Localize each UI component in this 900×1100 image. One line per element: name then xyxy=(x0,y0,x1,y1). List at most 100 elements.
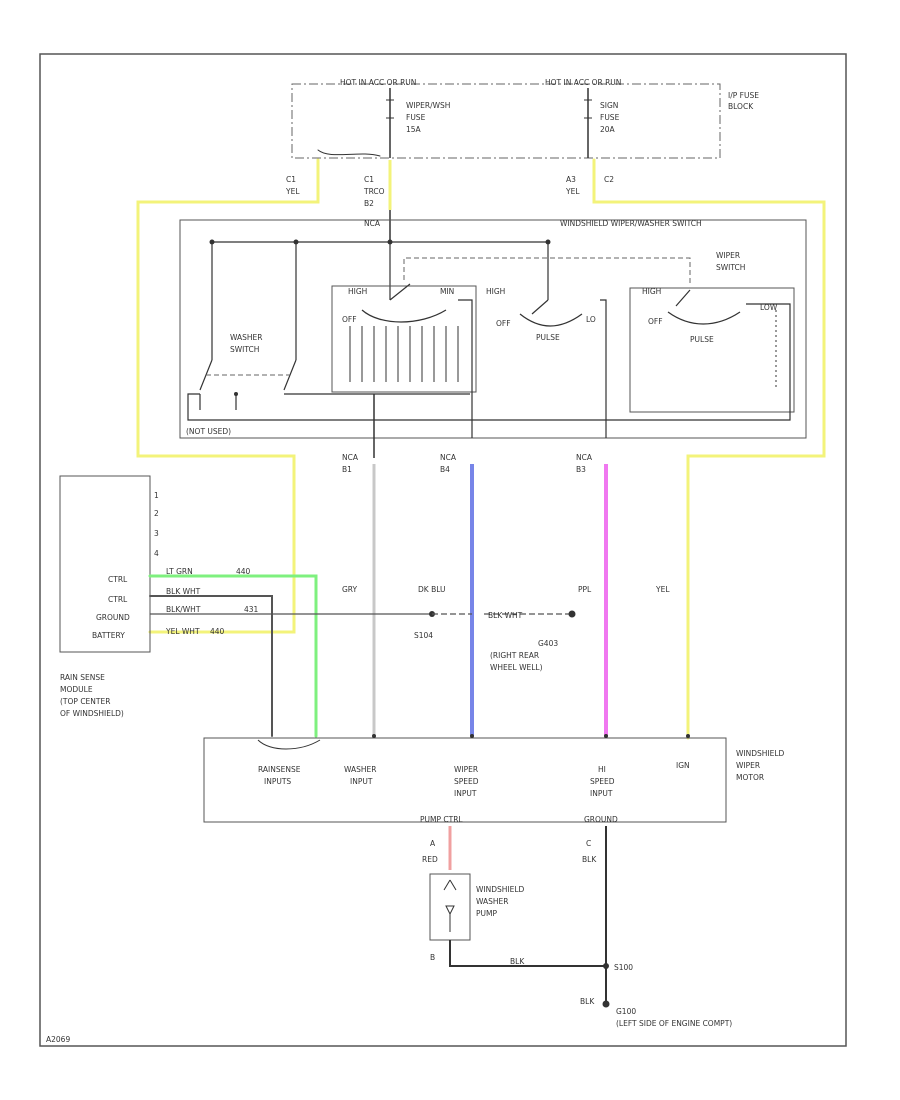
s100-label: S100 xyxy=(614,963,633,972)
sw-b-contacts xyxy=(349,326,459,382)
motor-node-4 xyxy=(686,734,690,738)
wire-yel-wht: YEL WHT xyxy=(165,627,200,636)
switch-assembly-box xyxy=(179,219,807,439)
c2-right-color: YEL xyxy=(565,187,580,196)
sw-b-off: OFF xyxy=(342,315,357,324)
g100-blk: BLK xyxy=(580,997,595,1006)
fuse1-element xyxy=(386,99,394,119)
pin-c-label: C xyxy=(586,839,591,848)
splice-label: S104 xyxy=(414,631,433,640)
fuse-block-name-2: BLOCK xyxy=(728,102,754,111)
g403-1: G403 xyxy=(538,639,558,648)
sw-d-off: OFF xyxy=(648,317,663,326)
sw-c-wiper xyxy=(519,299,583,327)
motor-node-1 xyxy=(372,734,376,738)
wire-tag-1: 440 xyxy=(236,567,251,576)
motor-in3-1: WIPER xyxy=(454,765,478,774)
sw-c-out xyxy=(600,299,607,438)
washer-node xyxy=(234,392,238,396)
sw-b-wiper xyxy=(361,283,447,323)
module-name-4: OF WINDSHIELD) xyxy=(60,709,124,718)
red-label: RED xyxy=(422,855,438,864)
not-used-label: (NOT USED) xyxy=(186,427,231,436)
motor-in4-1: HI xyxy=(598,765,606,774)
footer-id: A2069 xyxy=(46,1035,70,1044)
out2-pin: B4 xyxy=(440,465,450,474)
pump-symbol xyxy=(443,879,457,932)
g403-2: (RIGHT REAR xyxy=(490,651,539,660)
blk-wht-wire xyxy=(149,595,273,737)
out1-pin: B1 xyxy=(342,465,352,474)
motor-name-3: MOTOR xyxy=(736,773,764,782)
sw-d-return xyxy=(187,303,791,421)
blk-label-2: BLK xyxy=(510,957,525,966)
ppl-label: PPL xyxy=(578,585,592,594)
fuse-bus xyxy=(317,149,381,157)
washer-outputs xyxy=(199,393,320,410)
fuse2-name: SIGN xyxy=(600,101,618,110)
sw-d-wiper xyxy=(667,289,741,325)
node-3 xyxy=(387,239,393,245)
pump-name-2: WASHER xyxy=(476,897,509,906)
fuse-block-name-1: I/P FUSE xyxy=(728,91,759,100)
washer-switch-1: WASHER xyxy=(230,333,263,342)
motor-node-2 xyxy=(470,734,474,738)
c1-left: C1 xyxy=(286,175,296,184)
g403-3: WHEEL WELL) xyxy=(490,663,543,672)
motor-name-1: WINDSHIELD xyxy=(736,749,785,758)
yel-wire-right xyxy=(592,158,826,740)
out3-pin: B3 xyxy=(576,465,586,474)
out1-name: NCA xyxy=(342,453,359,462)
yel-label: YEL xyxy=(655,585,670,594)
fuse1-type: FUSE xyxy=(406,113,426,122)
g100-desc: (LEFT SIDE OF ENGINE COMPT) xyxy=(616,1019,732,1028)
node-1 xyxy=(209,239,215,245)
yel-wire-left xyxy=(136,158,320,634)
module-pin-1: 1 xyxy=(154,491,159,500)
module-name-1: RAIN SENSE xyxy=(60,673,105,682)
motor-node-3 xyxy=(604,734,608,738)
wiper-switch-2: SWITCH xyxy=(716,263,745,272)
rain-sense-module xyxy=(59,475,151,653)
module-pin-2: 2 xyxy=(154,509,159,518)
wiper-motor-box xyxy=(203,737,727,823)
fuse-hot-left: HOT IN ACC OR RUN xyxy=(340,78,416,87)
switch-assembly-title: WINDSHIELD WIPER/WASHER SWITCH xyxy=(560,219,702,228)
node-2 xyxy=(293,239,299,245)
node-4 xyxy=(545,239,551,245)
sw-d-pulse: PULSE xyxy=(690,335,714,344)
module-pin-3: 3 xyxy=(154,529,159,538)
fuse2-element xyxy=(584,99,592,119)
ground-g403 xyxy=(568,610,576,618)
wire-tag-4: 440 xyxy=(210,627,225,636)
motor-in1-2: INPUTS xyxy=(264,777,291,786)
module-ctrl-1: CTRL xyxy=(108,575,128,584)
motor-in4-3: INPUT xyxy=(590,789,613,798)
sw-c-lo: LO xyxy=(586,315,596,324)
sw-d-high: HIGH xyxy=(642,287,661,296)
gry-label: GRY xyxy=(342,585,358,594)
sw-b-high: HIGH xyxy=(348,287,367,296)
sw-c-pulse: PULSE xyxy=(536,333,560,342)
motor-in1-1: RAINSENSE xyxy=(258,765,301,774)
fuse-hot-right: HOT IN ACC OR RUN xyxy=(545,78,621,87)
sw-b-out xyxy=(458,299,473,438)
wire-lt-grn: LT GRN xyxy=(166,567,193,576)
out3-name: NCA xyxy=(576,453,593,462)
switch-row-label: NCA xyxy=(364,219,381,228)
module-name-3: (TOP CENTER xyxy=(60,697,110,706)
motor-in2-1: WASHER xyxy=(344,765,377,774)
sw-d-low: LOW xyxy=(760,303,778,312)
mechanical-link xyxy=(403,257,691,284)
motor-name-2: WIPER xyxy=(736,761,760,770)
motor-in3-3: INPUT xyxy=(454,789,477,798)
c1-mid: C1 xyxy=(364,175,374,184)
rainsense-bracket xyxy=(257,739,321,750)
motor-ground: GROUND xyxy=(584,815,618,824)
motor-in3-2: SPEED xyxy=(454,777,479,786)
outer-frame xyxy=(39,53,847,1047)
c1-mid-pin: B2 xyxy=(364,199,374,208)
sw-b-min: MIN xyxy=(440,287,454,296)
fuse1-rating: 15A xyxy=(406,125,422,134)
